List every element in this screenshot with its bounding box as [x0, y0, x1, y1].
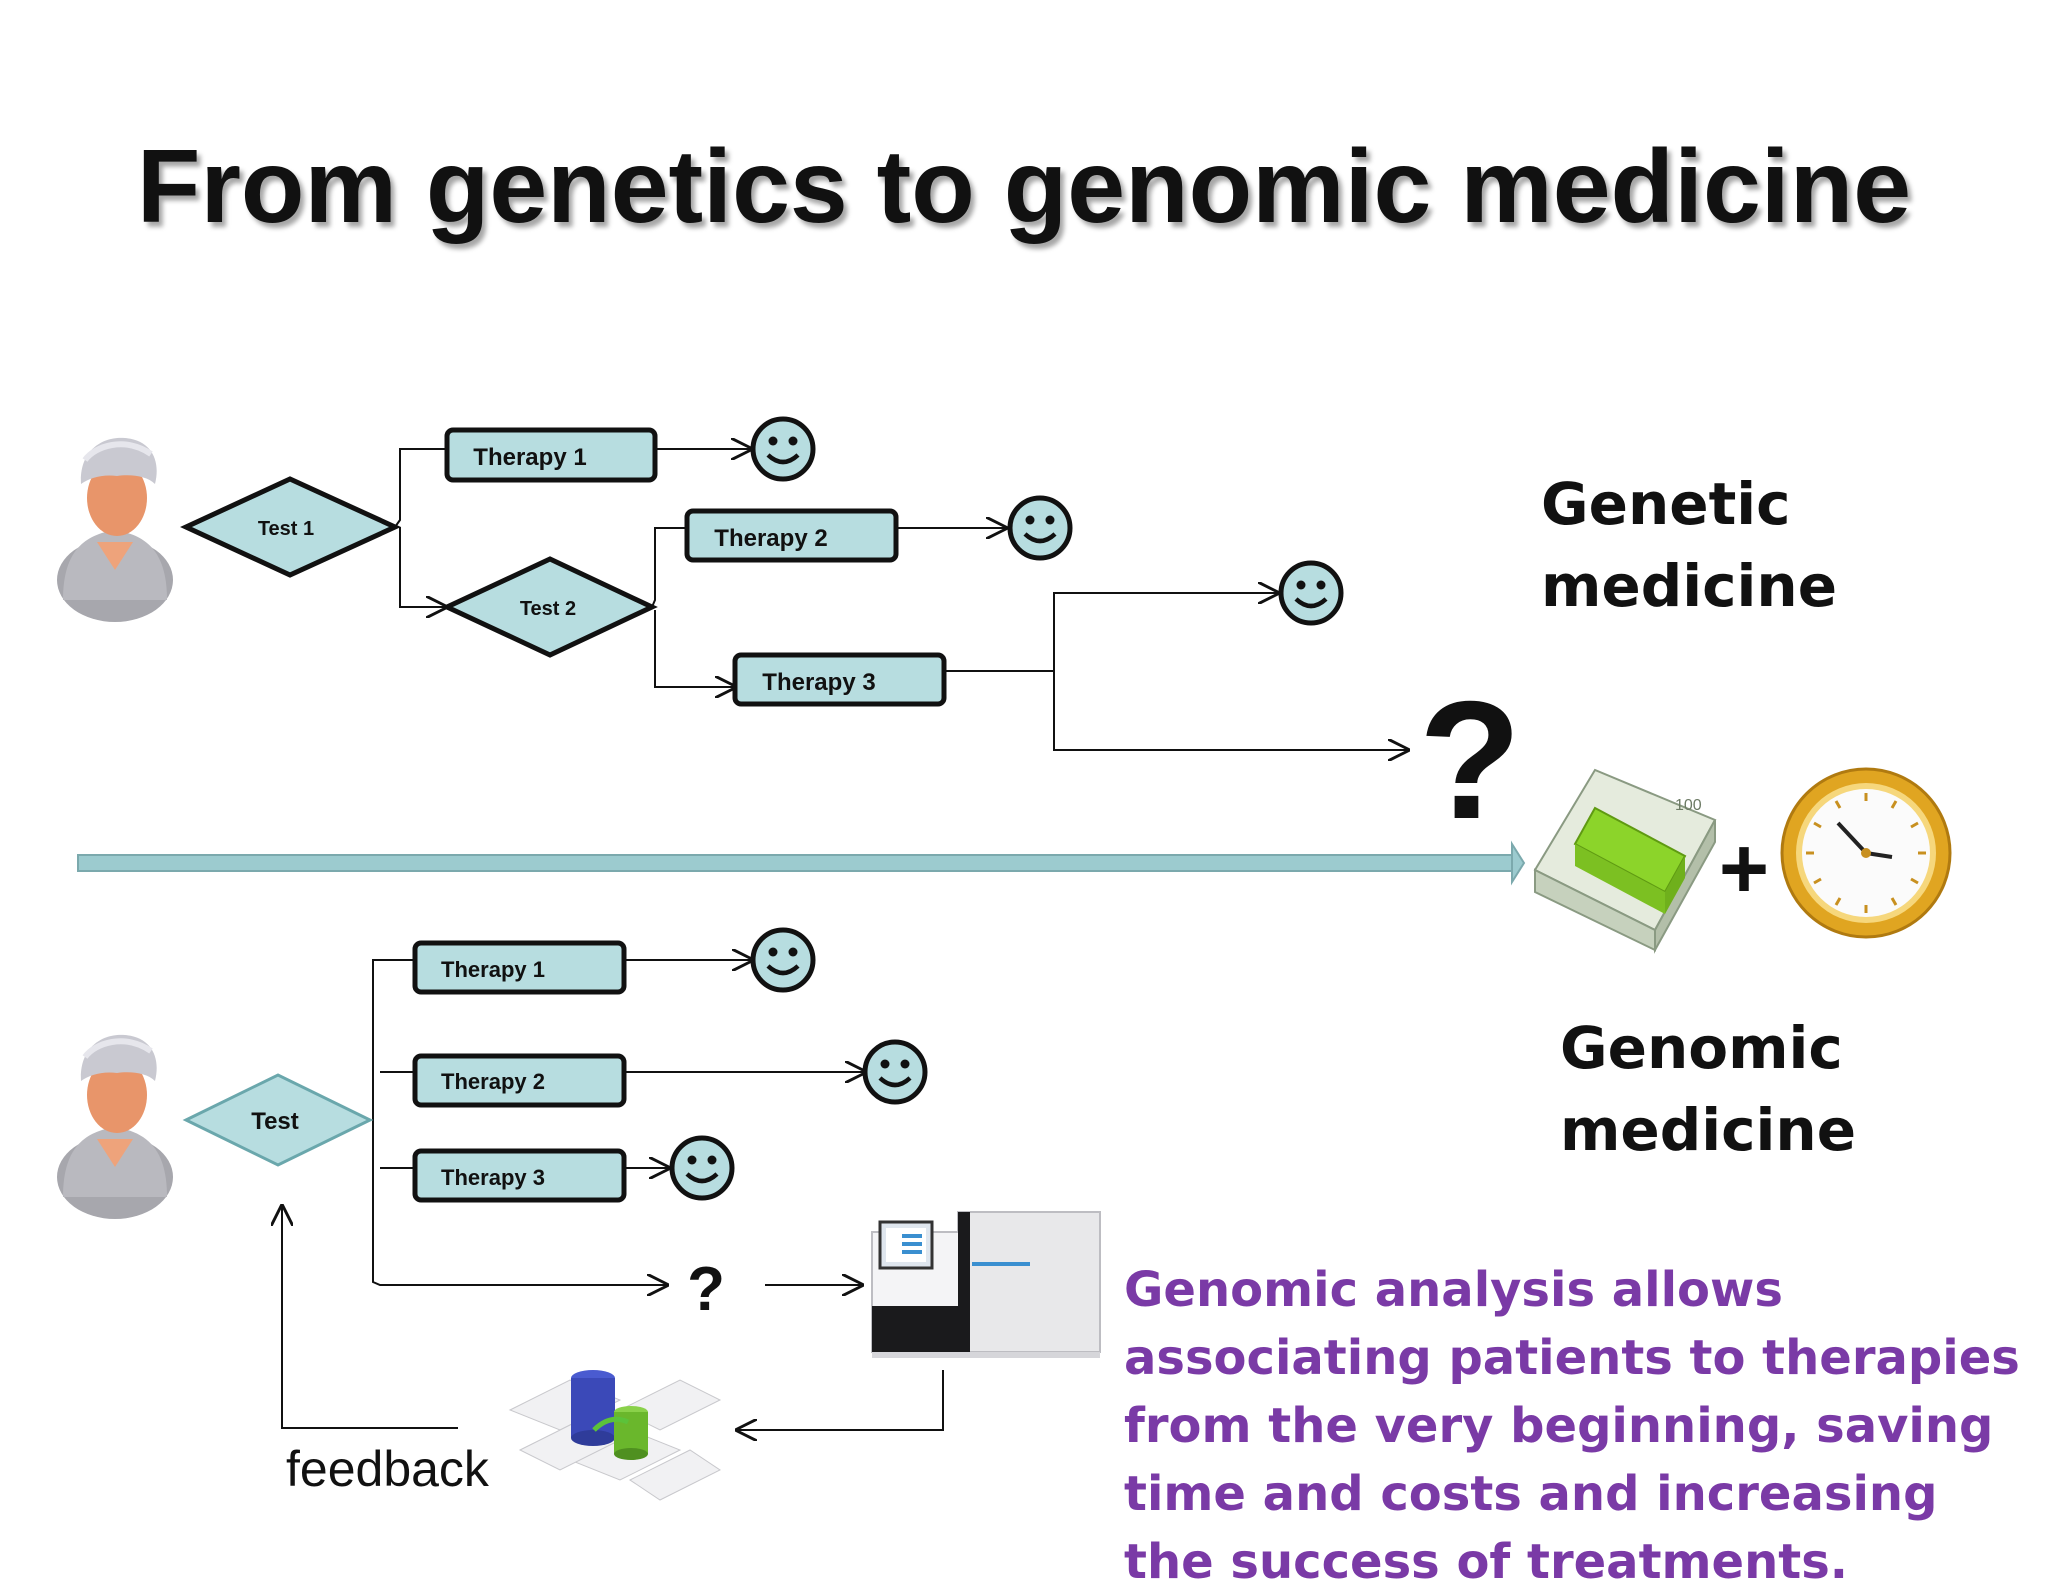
patient-icon — [57, 1035, 173, 1219]
genetic-therapy3-box: Therapy 3 — [732, 652, 947, 707]
genomic-therapy1-box: Therapy 1 — [412, 940, 627, 995]
clock-icon — [1780, 767, 1952, 939]
genomic-therapy3-box: Therapy 3 — [412, 1148, 627, 1203]
smiley-icon — [1010, 498, 1070, 558]
diagram-canvas: Test 1 Test 2 Therapy 1 Therapy 2 Therap… — [0, 0, 1952, 1501]
genetic-therapy2-box: Therapy 2 — [684, 508, 899, 563]
genetic-therapy2-label: Therapy 2 — [714, 525, 827, 552]
genomic-test-diamond: Test — [182, 1073, 374, 1167]
genetic-therapy3-label: Therapy 3 — [762, 669, 875, 696]
genomic-therapy3-label: Therapy 3 — [441, 1165, 545, 1190]
genomic-unknown-mark: ? — [687, 1255, 725, 1324]
genetic-heading-line1: Genetic — [1541, 470, 1791, 538]
sequencer-icon — [871, 1211, 1101, 1358]
genetic-therapy1-box: Therapy 1 — [444, 427, 658, 483]
money-stack-icon: 100 — [1533, 768, 1717, 954]
smiley-icon — [753, 930, 813, 990]
genomic-medicine-heading: Genomic medicine — [1560, 1007, 1856, 1171]
genetic-test1-label: Test 1 — [258, 518, 314, 540]
summary-text: Genomic analysis allows associating pati… — [1124, 1262, 2020, 1590]
smiley-icon — [1281, 563, 1341, 623]
slide-title: From genetics to genomic medicine — [136, 129, 1912, 245]
feedback-label: feedback — [286, 1441, 489, 1497]
patient-icon — [57, 438, 173, 622]
genomic-connectors — [282, 960, 944, 1430]
genetic-connectors — [394, 449, 1408, 750]
smiley-icon — [865, 1042, 925, 1102]
genetic-test2-label: Test 2 — [520, 598, 576, 620]
genetic-test1-diamond: Test 1 — [180, 476, 402, 578]
genomic-therapy2-box: Therapy 2 — [412, 1053, 627, 1108]
genetic-unknown-mark: ? — [1419, 666, 1522, 854]
plus-sign: + — [1719, 821, 1769, 917]
svg-text:100: 100 — [1675, 797, 1702, 814]
genetic-heading-line2: medicine — [1541, 552, 1838, 620]
database-icon — [508, 1370, 722, 1501]
genomic-therapy2-label: Therapy 2 — [441, 1069, 545, 1094]
genomic-therapy1-label: Therapy 1 — [441, 957, 545, 982]
genomic-heading-line1: Genomic — [1560, 1014, 1843, 1082]
genomic-test-label: Test — [251, 1108, 299, 1135]
smiley-icon — [672, 1138, 732, 1198]
transition-arrow — [77, 840, 1526, 886]
genetic-test2-diamond: Test 2 — [441, 556, 658, 658]
genomic-heading-line2: medicine — [1560, 1096, 1857, 1164]
genetic-therapy1-label: Therapy 1 — [473, 444, 586, 471]
genetic-medicine-heading: Genetic medicine — [1541, 463, 1837, 627]
smiley-icon — [753, 419, 813, 479]
